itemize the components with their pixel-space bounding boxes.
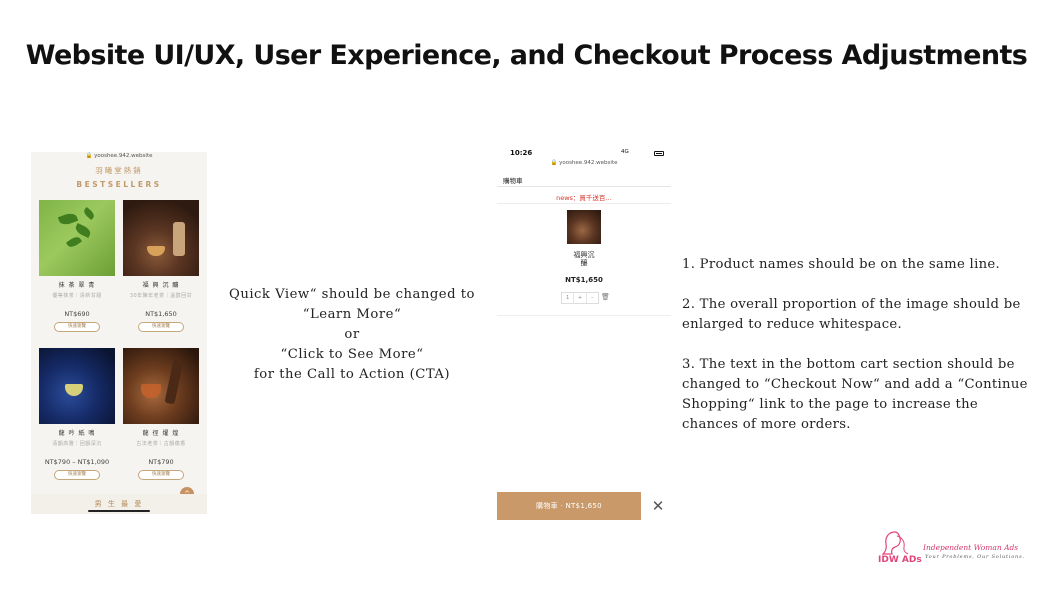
logo-tagline: Your Problems, Our Solutions. xyxy=(925,554,1025,560)
cart-title: 購物車 xyxy=(503,177,523,185)
news-banner[interactable]: news：買千送百… xyxy=(556,194,612,202)
quantity-stepper[interactable]: 1 + – xyxy=(561,292,599,304)
increment-button[interactable]: + xyxy=(574,293,587,303)
quick-view-button[interactable]: 快速瀏覽 xyxy=(54,322,100,332)
section-title-en: BESTSELLERS xyxy=(76,180,162,189)
section-title-cn: 羽曦堂熱銷 xyxy=(95,166,143,175)
product-price: NT$790 xyxy=(148,458,174,466)
product-image[interactable] xyxy=(123,200,199,276)
product-subtitle: 30年陳年老茶｜溫醇回甘 xyxy=(129,293,193,299)
cart-item-image[interactable] xyxy=(567,210,601,244)
battery-icon xyxy=(654,151,664,156)
cart-item-name-line: 釀 xyxy=(580,259,588,267)
product-image[interactable] xyxy=(39,200,115,276)
cta-note-line: “Click to See More“ xyxy=(280,347,424,362)
trash-icon[interactable]: 🗑 xyxy=(601,293,610,301)
product-name[interactable]: 抹 茶 翠 青 xyxy=(58,282,96,289)
slide-title: Website UI/UX, User Experience, and Chec… xyxy=(25,40,1028,71)
product-price: NT$690 xyxy=(64,310,90,318)
quick-view-button[interactable]: 快速瀏覽 xyxy=(138,322,184,332)
cta-note-line: or xyxy=(344,327,360,342)
divider xyxy=(497,203,671,204)
home-indicator xyxy=(88,510,150,512)
product-card[interactable]: 龍 徑 燿 煌 古法老茶｜古韻蘊香 NT$790 快速瀏覽 xyxy=(123,348,199,480)
product-name[interactable]: 龍 徑 燿 煌 xyxy=(142,430,180,437)
product-name[interactable]: 福 興 沉 釀 xyxy=(142,282,180,289)
bottom-banner-text: 男 生 最 愛 xyxy=(94,500,144,508)
cta-note: Quick View“ should be changed to “Learn … xyxy=(208,285,496,385)
cart-checkout-button[interactable]: 購物車 · NT$1,650 xyxy=(497,492,641,520)
recommendation-item: 3. The text in the bottom cart section s… xyxy=(682,357,1028,432)
product-subtitle: 優等抹茶｜清新甘甜 xyxy=(52,293,102,299)
cta-note-line: Quick View“ should be changed to xyxy=(229,287,475,302)
recommendation-list: 1. Product names should be on the same l… xyxy=(682,255,1038,455)
recommendation-item: 2. The overall proportion of the image s… xyxy=(682,297,1021,332)
product-subtitle: 淸韻高雅｜回韻深沉 xyxy=(52,441,102,447)
decrement-button[interactable]: – xyxy=(591,295,594,301)
brand-logo: IDW ADs Independent Woman Ads Your Probl… xyxy=(878,530,1028,570)
product-subtitle: 古法老茶｜古韻蘊香 xyxy=(136,441,186,447)
cart-screenshot: 10:26 4G 🔒 yooshee.942.website 購物車 news：… xyxy=(497,147,671,521)
cta-note-line: for the Call to Action (CTA) xyxy=(253,367,451,382)
url-bar[interactable]: 🔒 yooshee.942.website xyxy=(550,160,618,166)
close-icon[interactable]: ✕ xyxy=(651,497,665,515)
cart-item-price: NT$1,650 xyxy=(565,276,603,284)
quick-view-button[interactable]: 快速瀏覽 xyxy=(138,470,184,480)
cart-item-name-line: 福興沉 xyxy=(573,251,595,259)
product-card[interactable]: 福 興 沉 釀 30年陳年老茶｜溫醇回甘 NT$1,650 快速瀏覽 xyxy=(123,200,199,332)
product-image[interactable] xyxy=(123,348,199,424)
product-price: NT$790 – NT$1,090 xyxy=(44,458,110,466)
recommendation-item: 1. Product names should be on the same l… xyxy=(682,257,1000,272)
quantity-value[interactable]: 1 xyxy=(562,293,575,303)
product-name[interactable]: 龍 吟 紙 鳴 xyxy=(58,430,96,437)
cart-item-name[interactable]: 福興沉 釀 xyxy=(559,251,609,267)
product-card[interactable]: 龍 吟 紙 鳴 淸韻高雅｜回韻深沉 NT$790 – NT$1,090 快速瀏覽 xyxy=(39,348,115,480)
divider xyxy=(497,315,671,316)
logo-name: Independent Woman Ads xyxy=(923,543,1019,552)
product-price: NT$1,650 xyxy=(145,310,177,318)
url-bar[interactable]: 🔒 yooshee.942.website xyxy=(85,153,153,159)
logo-mark-text: IDW ADs xyxy=(878,555,922,565)
bestsellers-screenshot: 🔒 yooshee.942.website 羽曦堂熱銷 BESTSELLERS … xyxy=(31,152,207,514)
cta-note-line: “Learn More“ xyxy=(302,307,402,322)
product-image[interactable] xyxy=(39,348,115,424)
product-card[interactable]: 抹 茶 翠 青 優等抹茶｜清新甘甜 NT$690 快速瀏覽 xyxy=(39,200,115,332)
divider xyxy=(497,186,671,187)
status-time: 10:26 xyxy=(510,149,533,157)
woman-profile-icon xyxy=(881,531,909,555)
bottom-banner[interactable]: 男 生 最 愛 xyxy=(31,494,207,514)
quick-view-button[interactable]: 快速瀏覽 xyxy=(54,470,100,480)
signal-icon: 4G xyxy=(621,149,629,155)
